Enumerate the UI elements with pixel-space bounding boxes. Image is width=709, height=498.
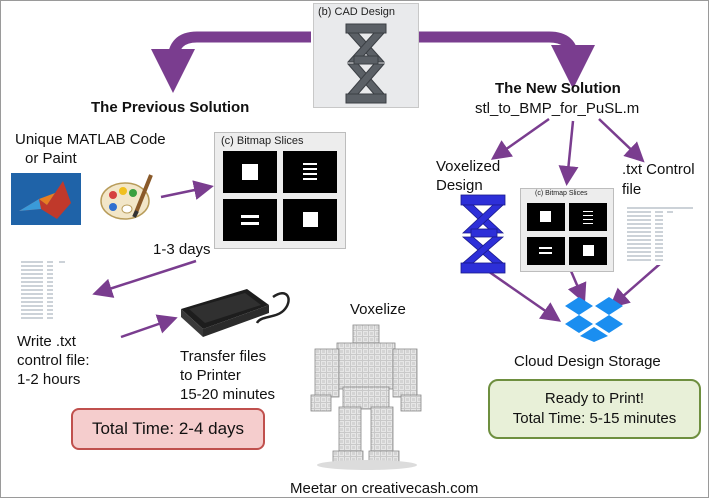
cad-design-image: (b) CAD Design (313, 3, 419, 108)
text-file-icon (625, 205, 697, 265)
days-label: 1-3 days (153, 241, 211, 258)
bitmap-slices-panel-small: (c) Bitmap Slices (520, 188, 614, 272)
voxelized-line1: Voxelized (436, 158, 501, 175)
code-label-line2: or Paint (25, 150, 77, 167)
txt-control-line1: .txt Control (622, 161, 695, 178)
arrow-script-to-voxelized (490, 117, 550, 160)
bitmap-slices-label: (c) Bitmap Slices (221, 135, 304, 147)
arrow-voxel-to-cloud (484, 267, 562, 322)
transfer-line1: Transfer files (180, 348, 267, 365)
arrow-script-to-slices (558, 120, 579, 186)
slice-2 (283, 151, 337, 193)
arrow-paint-to-slices (160, 180, 214, 200)
new-solution-heading: The New Solution (495, 80, 621, 97)
voxel-robot-image (310, 324, 422, 470)
credit-text: Meetar on creativecash.com (290, 480, 479, 497)
voxelized-design-image (460, 194, 506, 274)
cloud-storage-label: Cloud Design Storage (514, 353, 661, 370)
ready-line1: Ready to Print! (544, 390, 645, 407)
slice-4 (283, 199, 337, 241)
ready-to-print-box: Ready to Print! Total Time: 5-15 minutes (488, 379, 701, 439)
cad-design-label: (b) CAD Design (318, 6, 396, 18)
bitmap-slices-panel: (c) Bitmap Slices (214, 132, 346, 249)
slice-small-1 (527, 203, 565, 231)
arrow-script-to-txt (598, 118, 645, 163)
arrow-cad-to-new (419, 31, 595, 89)
bitmap-slices-label-small: (c) Bitmap Slices (535, 190, 588, 197)
slice-small-4 (569, 237, 607, 265)
text-file-icon (19, 259, 81, 323)
write-line3: 1-2 hours (17, 371, 81, 388)
paint-palette-icon (100, 174, 153, 220)
lattice-part-icon (345, 23, 387, 104)
voxelize-label: Voxelize (350, 301, 406, 318)
arrow-cad-to-previous (151, 31, 311, 93)
previous-total-time: Total Time: 2-4 days (71, 408, 265, 450)
arrow-write-to-drive (120, 314, 178, 339)
dropbox-icon (565, 297, 623, 342)
slice-3 (223, 199, 277, 241)
matlab-icon (11, 173, 81, 225)
write-line1: Write .txt (17, 333, 76, 350)
hard-drive-icon (181, 289, 290, 337)
ready-line2: Total Time: 5-15 minutes (512, 410, 677, 427)
arrow-slices-to-txt (92, 259, 197, 298)
script-name: stl_to_BMP_for_PuSL.m (475, 100, 640, 117)
transfer-line2: to Printer (180, 367, 241, 384)
previous-solution-heading: The Previous Solution (91, 99, 250, 116)
arrow-txt-to-cloud (609, 262, 662, 309)
transfer-line3: 15-20 minutes (180, 386, 276, 403)
slice-small-3 (527, 237, 565, 265)
txt-control-line2: file (622, 181, 642, 198)
write-line2: control file: (17, 352, 90, 369)
voxelized-line2: Design (436, 177, 483, 194)
code-label-line1: Unique MATLAB Code (15, 131, 166, 148)
arrow-slices-to-cloud (567, 270, 587, 304)
slice-1 (223, 151, 277, 193)
slice-small-2 (569, 203, 607, 231)
